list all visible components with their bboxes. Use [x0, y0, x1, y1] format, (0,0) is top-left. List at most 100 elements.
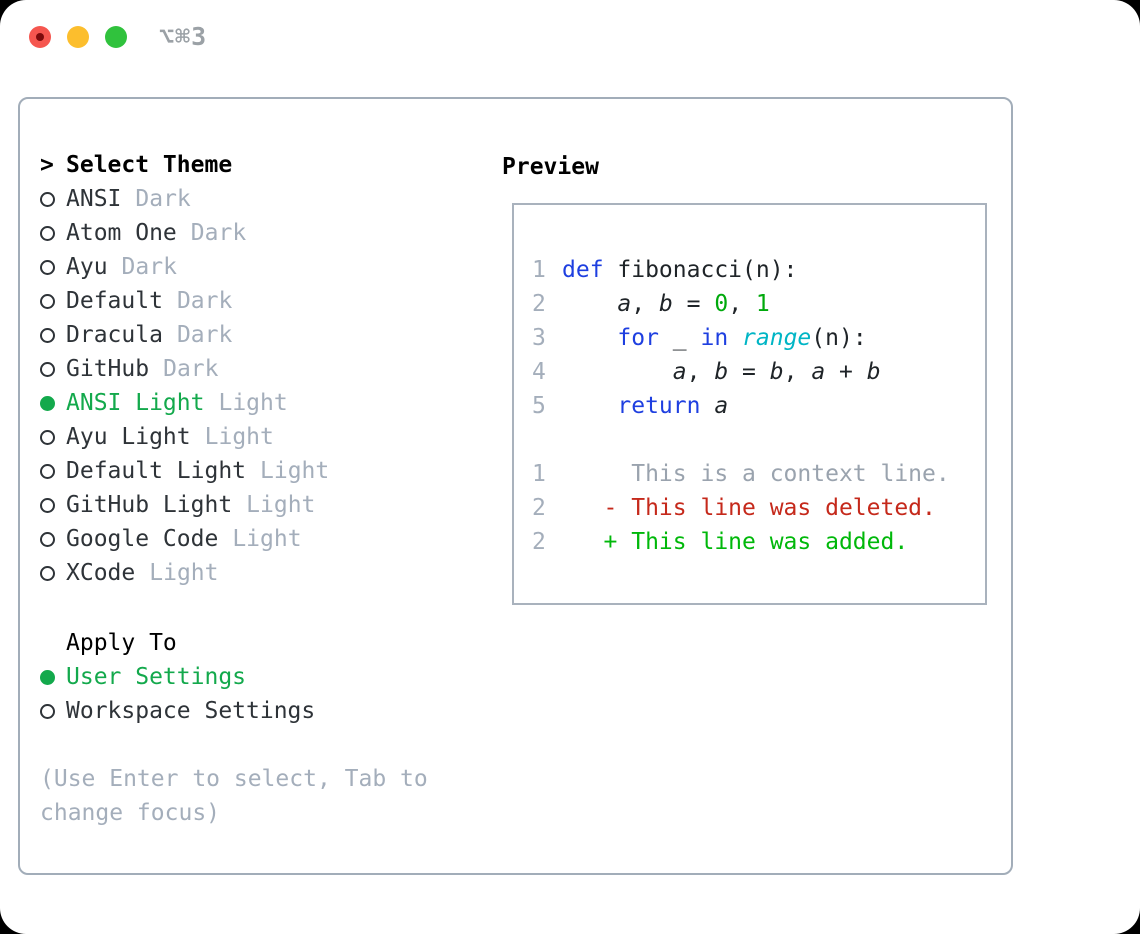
preview-box: 1 def fibonacci(n): 2 a, b = 0, 1 3 for … — [512, 203, 987, 605]
help-text: (Use Enter to select, Tab to change focu… — [40, 762, 428, 830]
theme-item-label: Google Code — [66, 526, 219, 552]
code-segment-plain: _ — [658, 325, 701, 351]
code-segment-plain — [562, 325, 617, 351]
theme-variant-badge: Dark — [176, 322, 233, 348]
theme-variant-badge: Dark — [135, 186, 191, 212]
apply-option-label: User Settings — [66, 664, 247, 690]
theme-item-ayu-light[interactable]: Ayu Light Light — [40, 420, 329, 454]
code-segment-var: b — [658, 291, 673, 317]
theme-item-label: Ayu Light — [66, 424, 191, 450]
theme-variant-badge: Light — [232, 526, 302, 552]
code-segment-num: 0 — [714, 291, 729, 317]
code-segment-ctx: This is a context line. — [562, 461, 950, 487]
theme-item-github[interactable]: GitHub Dark — [40, 352, 329, 386]
code-segment-plain — [562, 291, 617, 317]
line-number: 2 — [532, 291, 546, 317]
theme-list-header: > Select Theme — [40, 148, 329, 182]
code-line: 2 a, b = 0, 1 — [532, 287, 985, 321]
theme-item-label: GitHub — [66, 356, 150, 382]
theme-picker-panel: > Select Theme ANSI Dark Atom One Dark A… — [18, 97, 1013, 875]
line-number: 1 — [532, 461, 546, 487]
apply-to-section: Apply To User Settings Workspace Setting… — [40, 626, 315, 728]
theme-item-label: Dracula — [66, 322, 163, 348]
code-line: 1 def fibonacci(n): — [532, 253, 985, 287]
code-segment-plain: fibonacci(n): — [603, 257, 798, 283]
theme-list: > Select Theme ANSI Dark Atom One Dark A… — [40, 148, 329, 590]
code-segment-var: b — [714, 359, 729, 385]
apply-to-title: Apply To — [66, 630, 177, 656]
theme-variant-badge: Light — [149, 560, 219, 586]
code-segment-plain — [562, 529, 604, 555]
theme-item-ansi-light[interactable]: ANSI Light Light — [40, 386, 329, 420]
code-segment-plain: (n): — [811, 325, 867, 351]
theme-variant-badge: Light — [260, 458, 330, 484]
help-text-line1: (Use Enter to select, Tab to — [40, 766, 428, 792]
radio-unselected-icon — [40, 703, 55, 719]
radio-unselected-icon — [40, 497, 55, 513]
line-number: 2 — [532, 495, 546, 521]
code-line: 4 a, b = b, a + b — [532, 355, 985, 389]
radio-selected-icon — [40, 669, 55, 685]
radio-unselected-icon — [40, 259, 55, 275]
theme-item-ayu[interactable]: Ayu Dark — [40, 250, 329, 284]
line-number: 3 — [532, 325, 546, 351]
theme-item-dracula[interactable]: Dracula Dark — [40, 318, 329, 352]
code-segment-plain — [562, 495, 604, 521]
theme-item-default-light[interactable]: Default Light Light — [40, 454, 329, 488]
theme-item-label: Ayu — [66, 254, 108, 280]
radio-unselected-icon — [40, 293, 55, 309]
theme-item-default[interactable]: Default Dark — [40, 284, 329, 318]
help-text-line2: change focus) — [40, 800, 221, 826]
radio-unselected-icon — [40, 361, 55, 377]
titlebar: ⌥⌘3 — [29, 22, 208, 51]
preview-title: Preview — [502, 154, 599, 180]
radio-selected-icon — [40, 395, 55, 411]
radio-unselected-icon — [40, 565, 55, 581]
code-segment-plain: = — [672, 291, 715, 317]
theme-item-github-light[interactable]: GitHub Light Light — [40, 488, 329, 522]
code-line: 1 This is a context line. — [532, 457, 985, 491]
line-number: 4 — [532, 359, 546, 385]
theme-item-label: GitHub Light — [66, 492, 233, 518]
zoom-button[interactable] — [105, 26, 127, 48]
theme-item-ansi[interactable]: ANSI Dark — [40, 182, 329, 216]
code-segment-var: a — [617, 291, 632, 317]
theme-item-google-code[interactable]: Google Code Light — [40, 522, 329, 556]
code-segment-plain: , — [783, 359, 812, 385]
code-segment-plain: + — [825, 359, 867, 385]
apply-to-header: Apply To — [40, 626, 315, 660]
line-number: 5 — [532, 393, 546, 419]
radio-unselected-icon — [40, 327, 55, 343]
code-segment-plain — [562, 393, 617, 419]
code-segment-var: b — [769, 359, 784, 385]
radio-unselected-icon — [40, 191, 55, 207]
code-segment-builtin: range — [742, 325, 812, 351]
theme-variant-badge: Light — [204, 424, 274, 450]
theme-item-label: ANSI Light — [66, 390, 205, 416]
code-segment-kw: for — [617, 325, 659, 351]
radio-unselected-icon — [40, 463, 55, 479]
code-segment-plain: , — [686, 359, 715, 385]
keyboard-shortcut-label: ⌥⌘3 — [159, 22, 208, 51]
code-segment-plain: , — [631, 291, 659, 317]
cursor-prefix: > — [40, 152, 54, 178]
code-segment-add: + This line was added. — [603, 529, 909, 555]
radio-unselected-icon — [40, 429, 55, 445]
theme-variant-badge: Dark — [190, 220, 247, 246]
code-line: 2 - This line was deleted. — [532, 491, 985, 525]
theme-item-atom-one[interactable]: Atom One Dark — [40, 216, 329, 250]
code-segment-plain — [728, 325, 742, 351]
apply-option-user-settings[interactable]: User Settings — [40, 660, 315, 694]
theme-item-xcode[interactable]: XCode Light — [40, 556, 329, 590]
apply-option-workspace-settings[interactable]: Workspace Settings — [40, 694, 315, 728]
code-segment-num: 1 — [755, 291, 770, 317]
theme-item-label: XCode — [66, 560, 136, 586]
close-button[interactable] — [29, 26, 51, 48]
theme-variant-badge: Light — [246, 492, 316, 518]
code-segment-del: - This line was deleted. — [603, 495, 936, 521]
minimize-button[interactable] — [67, 26, 89, 48]
theme-variant-badge: Dark — [176, 288, 233, 314]
line-number: 1 — [532, 257, 546, 283]
theme-item-label: Atom One — [66, 220, 177, 246]
